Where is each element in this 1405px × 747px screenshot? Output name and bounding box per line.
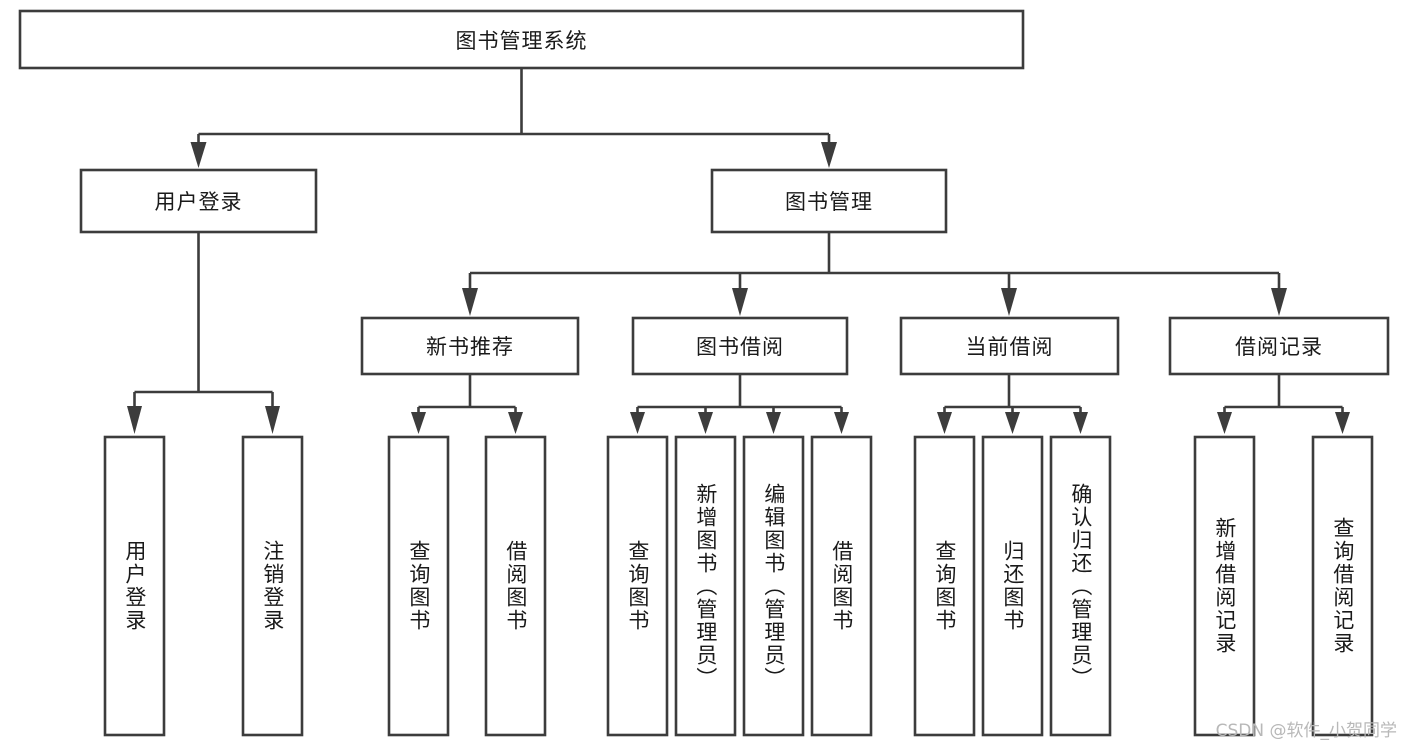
node-box-leaf-2[interactable] [387,435,450,737]
node-box-leaf-8[interactable] [913,435,976,737]
arrow-bookmgmt-to-borrow [732,288,748,316]
node-box-root[interactable] [18,9,1025,70]
arrow-bookmgmt-to-records [1271,288,1287,316]
node-box-borrow-records[interactable] [1168,316,1390,376]
arrow-current-to-leaf1 [937,412,952,434]
node-box-leaf-9[interactable] [981,435,1044,737]
arrow-current-to-leaf2 [1005,412,1020,434]
arrow-borrow-to-leaf2 [698,412,713,434]
node-box-user-login[interactable] [79,168,318,234]
node-box-book-management[interactable] [710,168,948,234]
arrow-current-to-leaf3 [1073,412,1088,434]
connector-group-current-borrow [937,374,1088,434]
node-box-book-borrow[interactable] [631,316,849,376]
connector-group-borrow-records [1217,374,1350,434]
arrow-bookmgmt-to-current [1001,288,1017,316]
connector-group-root [190,68,837,168]
connector-group-new-book [411,374,523,434]
arrow-bookmgmt-to-new-book [462,288,478,316]
node-box-new-book-recommend[interactable] [360,316,580,376]
arrow-borrow-to-leaf1 [630,412,645,434]
connector-group-book-borrow [630,374,849,434]
arrow-root-to-book-mgmt [821,142,837,168]
node-box-leaf-11[interactable] [1193,435,1256,737]
arrow-userlogin-to-leaf1 [127,406,142,434]
arrow-borrow-to-leaf4 [834,412,849,434]
node-box-current-borrow[interactable] [899,316,1120,376]
arrow-userlogin-to-leaf2 [265,406,280,434]
node-box-leaf-10[interactable] [1049,435,1112,737]
arrow-root-to-user-login [190,142,207,168]
arrow-records-to-leaf2 [1335,412,1350,434]
arrow-newbook-to-leaf1 [411,412,426,434]
connector-group-book-mgmt [462,232,1287,316]
node-box-leaf-5[interactable] [674,435,737,737]
arrow-borrow-to-leaf3 [766,412,781,434]
node-box-leaf-6[interactable] [742,435,805,737]
node-box-leaf-4[interactable] [606,435,669,737]
node-box-leaf-3[interactable] [484,435,547,737]
arrow-records-to-leaf1 [1217,412,1232,434]
node-box-leaf-12[interactable] [1311,435,1374,737]
node-box-leaf-1[interactable] [241,435,304,737]
connector-group-user-login [127,232,280,434]
arrow-newbook-to-leaf2 [508,412,523,434]
node-box-leaf-7[interactable] [810,435,873,737]
node-box-leaf-0[interactable] [103,435,166,737]
